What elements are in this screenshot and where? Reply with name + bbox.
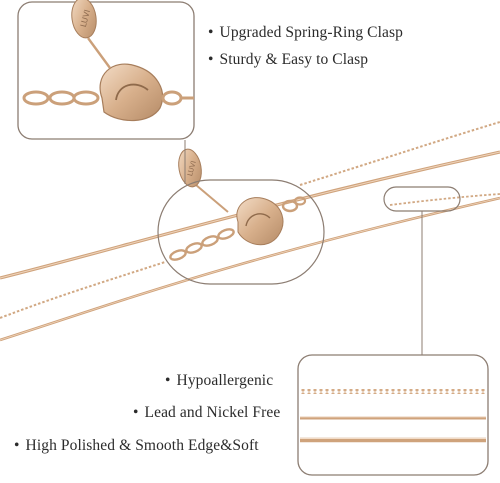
clasp-zoom-box: LUVI	[17, 0, 195, 140]
center-clasp-callout	[157, 179, 325, 285]
bullet: •	[208, 24, 214, 41]
feature-text: Sturdy & Easy to Clasp	[219, 51, 369, 68]
bullet: •	[208, 51, 214, 68]
chain-zoom-box	[297, 354, 489, 476]
bead-chain-lower	[0, 193, 500, 319]
snake-chain-lower	[0, 196, 500, 342]
feature-text: High Polished & Smooth Edge&Soft	[25, 437, 259, 454]
bead-chain-detail	[300, 389, 486, 394]
feature-hypoallergenic: • Hypoallergenic	[165, 372, 273, 390]
zoom-tag-text: LUVI	[79, 9, 92, 28]
feature-text: Lead and Nickel Free	[144, 404, 281, 421]
snake-chain-upper	[0, 150, 500, 280]
feature-high-polished: • High Polished & Smooth Edge&Soft	[14, 437, 259, 455]
bullet: •	[165, 372, 171, 389]
feature-text: Upgraded Spring-Ring Clasp	[219, 24, 403, 41]
center-clasp: LUVI	[169, 148, 307, 261]
bullet: •	[133, 404, 139, 421]
bullet: •	[14, 437, 20, 454]
feature-sturdy-easy: • Sturdy & Easy to Clasp	[208, 51, 368, 69]
center-tag-text: LUVI	[186, 160, 198, 177]
feature-lead-nickel-free: • Lead and Nickel Free	[133, 404, 280, 422]
feature-text: Hypoallergenic	[176, 372, 274, 389]
feature-spring-ring-clasp: • Upgraded Spring-Ring Clasp	[208, 24, 403, 42]
bead-chain-upper	[299, 121, 500, 186]
